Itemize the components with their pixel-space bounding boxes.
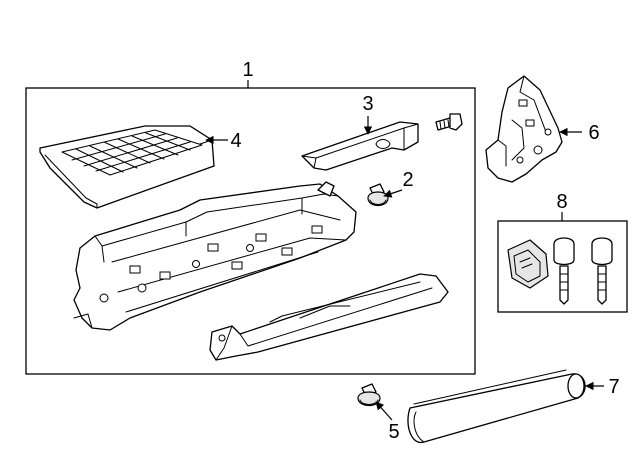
part-3-bracket[interactable] xyxy=(301,121,419,171)
part-4-tray[interactable] xyxy=(39,125,215,209)
part-5-clip[interactable] xyxy=(357,383,381,407)
callout-8: 8 xyxy=(556,191,567,213)
part-7-trim[interactable] xyxy=(407,369,586,444)
bolt[interactable] xyxy=(435,113,463,131)
part-8-lock-keys[interactable] xyxy=(507,237,613,305)
assembly-frame xyxy=(25,87,476,375)
leader-2 xyxy=(383,189,403,198)
callout-2: 2 xyxy=(402,169,413,191)
callout-5: 5 xyxy=(388,421,399,443)
callout-1: 1 xyxy=(242,59,253,81)
callout-4: 4 xyxy=(230,130,241,152)
part-2-clip[interactable] xyxy=(367,183,389,207)
part-6-side-bracket[interactable] xyxy=(485,75,563,183)
callout-3: 3 xyxy=(362,93,373,115)
callout-6: 6 xyxy=(588,122,599,144)
glovebox-door[interactable] xyxy=(209,273,449,361)
part-1-glovebox-frame[interactable] xyxy=(73,181,357,331)
callout-7: 7 xyxy=(608,376,619,398)
leader-5 xyxy=(375,401,393,421)
